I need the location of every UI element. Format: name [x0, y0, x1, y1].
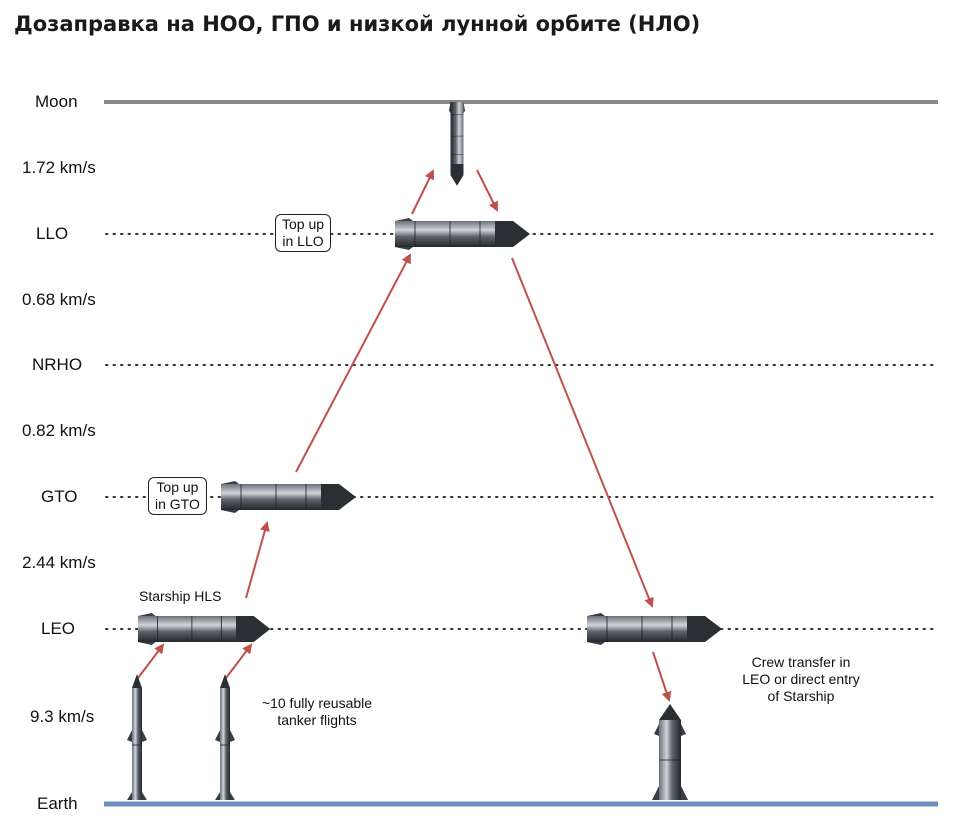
- top-up-llo-line2: in LLO: [282, 233, 324, 249]
- top-up-gto-line2: in GTO: [155, 496, 200, 512]
- top-up-gto-line1: Top up: [156, 479, 199, 495]
- crew-note-line2: LEO or direct entry: [742, 671, 860, 687]
- starship-icon-moon-landed: [448, 101, 466, 187]
- level-label-gto: GTO: [41, 487, 78, 506]
- level-label-moon: Moon: [35, 92, 78, 111]
- arrow-tanker2-to-leo: [225, 643, 253, 679]
- tanker-flights-note: ~10 fully reusable tanker flights: [256, 695, 378, 729]
- crew-note-line3: of Starship: [767, 688, 835, 704]
- starship-hls-label: Starship HLS: [139, 588, 222, 604]
- arrow-llo-to-moon: [411, 169, 434, 215]
- top-up-gto-box: Top up in GTO: [148, 477, 207, 515]
- starship-icon-earth-landed: [652, 704, 688, 800]
- tanker-note-line1: ~10 fully reusable: [261, 695, 373, 711]
- delta-v-nrho-gto: 0.82 km/s: [22, 421, 96, 440]
- delta-v-llo-nrho: 0.68 km/s: [22, 290, 96, 309]
- crew-note-line1: Crew transfer in: [751, 654, 851, 670]
- arrow-leo-to-gto: [245, 521, 270, 599]
- starship-icon-leo-return: [586, 612, 723, 646]
- arrow-llo-to-leo: [511, 257, 654, 608]
- tanker-rocket-icon-1: [126, 673, 148, 801]
- arrow-gto-to-llo: [295, 253, 411, 473]
- crew-transfer-note: Crew transfer in LEO or direct entry of …: [726, 654, 876, 705]
- page-title: Дозаправка на НОО, ГПО и низкой лунной о…: [14, 12, 701, 36]
- tanker-note-line2: tanker flights: [277, 712, 357, 728]
- starship-icon-llo: [394, 217, 531, 251]
- tanker-rocket-icon-2: [214, 673, 236, 801]
- top-up-llo-box: Top up in LLO: [275, 214, 332, 252]
- top-up-llo-line1: Top up: [282, 216, 325, 232]
- starship-icon-leo-hls: [137, 612, 271, 646]
- arrow-leo-to-earth: [652, 651, 672, 702]
- level-label-nrho: NRHO: [32, 355, 83, 374]
- delta-v-moon-llo: 1.72 km/s: [22, 158, 96, 177]
- arrow-tanker1-to-leo: [137, 643, 165, 679]
- level-label-llo: LLO: [36, 224, 69, 243]
- level-label-earth: Earth: [37, 794, 78, 813]
- arrow-moon-to-llo: [476, 169, 498, 212]
- level-label-leo: LEO: [41, 619, 76, 638]
- starship-icon-gto: [220, 480, 357, 514]
- delta-v-leo-earth: 9.3 km/s: [30, 707, 95, 726]
- delta-v-gto-leo: 2.44 km/s: [22, 553, 96, 572]
